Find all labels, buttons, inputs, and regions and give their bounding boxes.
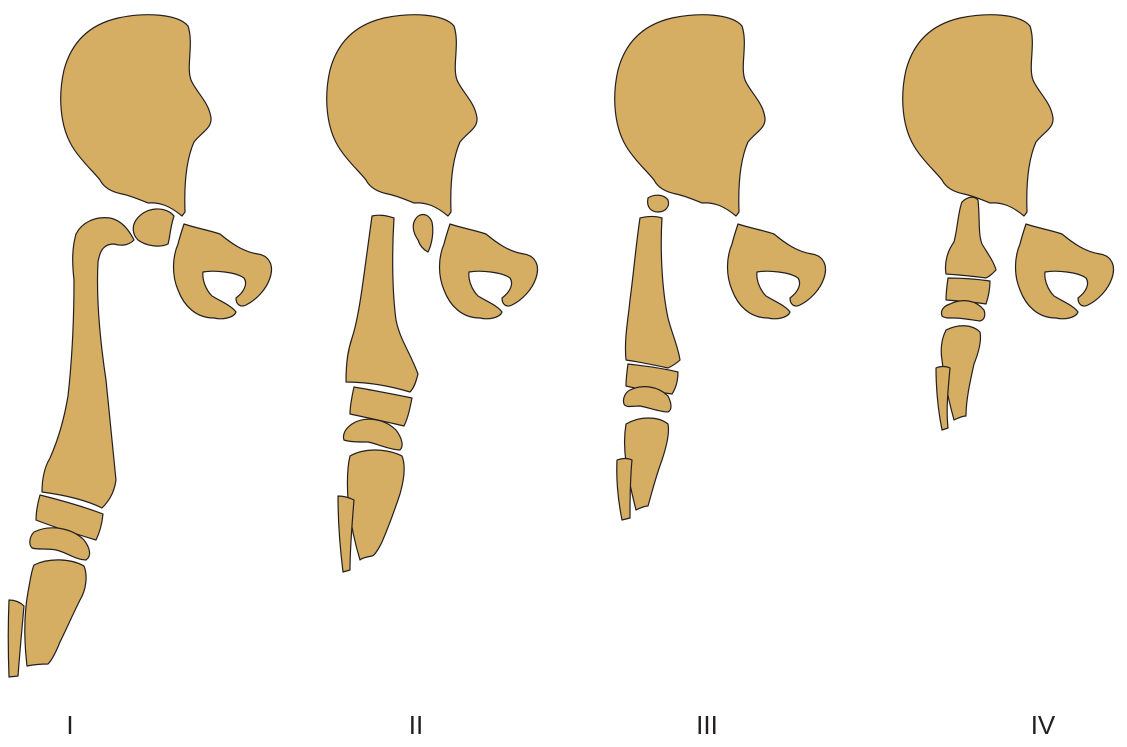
panel-1-ilium xyxy=(60,14,212,217)
panel-4-fibula xyxy=(935,365,951,431)
panel-3-femoral-head xyxy=(647,194,670,213)
panel-2-tibia xyxy=(346,449,405,561)
panel-4-patella-lower xyxy=(940,300,986,322)
panel-2-skeleton xyxy=(326,14,539,573)
panel-2-femur xyxy=(345,214,419,393)
panel-4-femur xyxy=(944,196,997,279)
panel-3-femur xyxy=(624,215,681,369)
panel-1-femur xyxy=(41,217,135,509)
panel-4-patella-upper xyxy=(945,277,991,305)
panel-3-skeleton xyxy=(614,14,827,521)
panel-1-fibula xyxy=(7,599,25,678)
panel-3-ilium xyxy=(614,14,766,217)
panel-1-patella-lower xyxy=(29,527,91,561)
panel-3-fibula xyxy=(616,457,633,521)
panel-4-label: IV xyxy=(1030,710,1056,740)
panel-2-fibula xyxy=(337,495,355,573)
panel-1-label: I xyxy=(66,710,74,740)
panel-2-patella-lower xyxy=(342,418,403,451)
panel-2-ilium xyxy=(326,14,478,217)
panel-4-ilium xyxy=(902,14,1054,217)
panel-1-skeleton xyxy=(7,14,273,678)
panel-1-pubis-ischium xyxy=(172,223,273,320)
panel-4-skeleton xyxy=(902,14,1115,431)
panel-1-patella-upper xyxy=(35,494,104,541)
panel-3-patella-lower xyxy=(622,386,672,413)
panel-1-femoral-head xyxy=(132,208,175,247)
panel-4-tibia xyxy=(940,325,982,421)
panel-4-pubis-ischium xyxy=(1014,223,1115,320)
panel-1-tibia xyxy=(24,559,87,667)
panel-2-pubis-ischium xyxy=(438,223,539,320)
panel-2-patella-upper xyxy=(349,386,413,427)
panel-3-pubis-ischium xyxy=(726,223,827,320)
panel-2-label: II xyxy=(408,710,424,740)
panel-2-femoral-head xyxy=(412,213,434,253)
panel-3-label: III xyxy=(696,710,718,740)
